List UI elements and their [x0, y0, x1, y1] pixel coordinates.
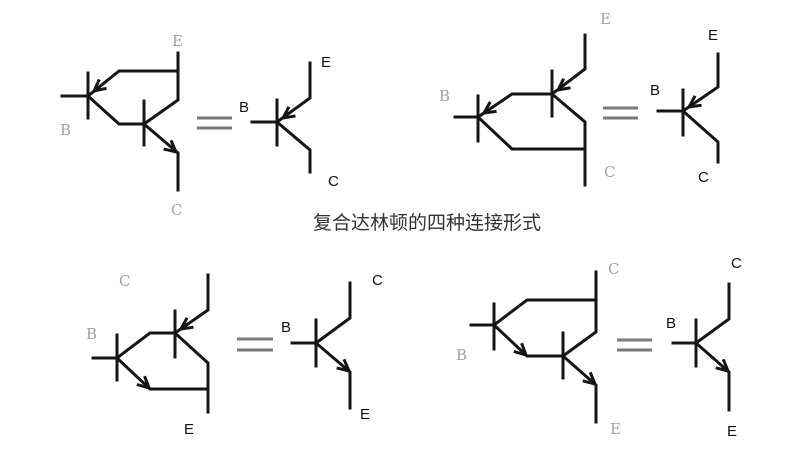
- panel-1-equals: [197, 116, 232, 130]
- caption: 复合达林顿的四种连接形式: [313, 212, 541, 234]
- label-c: C: [171, 201, 182, 219]
- label-e: E: [360, 406, 370, 423]
- e-wire: [141, 51, 180, 127]
- panel-4-equivalent: B C E: [666, 255, 742, 440]
- npn-arrow-icon: [582, 371, 598, 387]
- label-e: E: [321, 54, 331, 71]
- label-b: B: [666, 315, 676, 332]
- label-b: B: [86, 325, 97, 343]
- label-c: C: [731, 255, 742, 272]
- panel-4-equals: [617, 338, 652, 352]
- panel-2-equals: [603, 106, 638, 120]
- panel-3-equivalent: B C E: [281, 272, 383, 423]
- panel-1-composite: E B C: [60, 32, 183, 219]
- t2-emitter: [141, 121, 180, 192]
- label-e: E: [610, 420, 621, 438]
- panel-3-equals: [237, 337, 273, 352]
- label-e: E: [184, 421, 194, 438]
- label-c: C: [604, 163, 615, 181]
- label-e: E: [727, 423, 737, 440]
- panel-3-composite: C B E: [86, 272, 210, 438]
- label-b: B: [239, 99, 249, 116]
- label-b: B: [439, 87, 450, 105]
- label-b: B: [650, 82, 660, 99]
- label-b: B: [60, 121, 71, 139]
- panel-2-equivalent: B E C: [650, 27, 720, 186]
- pnp-arrow-icon: [91, 78, 107, 94]
- pnp-arrow-icon: [280, 106, 296, 120]
- label-e: E: [600, 10, 611, 28]
- npn-arrow-icon: [163, 139, 179, 155]
- label-c: C: [119, 272, 130, 290]
- label-b: B: [456, 346, 467, 364]
- pnp-arrow-icon: [555, 77, 571, 93]
- pnp-arrow-icon: [178, 317, 194, 331]
- label-c: C: [608, 260, 619, 278]
- c-wire: [172, 273, 210, 336]
- label-b: B: [281, 319, 291, 336]
- e-wire: [549, 33, 587, 97]
- npn-arrow-icon: [136, 375, 152, 391]
- panel-1-equivalent: B E C: [239, 54, 339, 190]
- panel-4-composite: C B E: [456, 260, 621, 438]
- t2-collector: [549, 91, 587, 187]
- pnp-arrow-icon: [481, 101, 497, 115]
- pnp-arrow-icon: [686, 95, 702, 109]
- t1-emitter: [85, 69, 180, 99]
- c-wire: [560, 270, 598, 359]
- label-e: E: [708, 27, 718, 44]
- label-c: C: [698, 169, 709, 186]
- panel-2-composite: E B C: [439, 10, 615, 187]
- label-e: E: [172, 32, 183, 50]
- label-c: C: [328, 173, 339, 190]
- npn-arrow-icon: [715, 358, 731, 374]
- t1-collector: [85, 93, 146, 126]
- npn-arrow-icon: [336, 358, 352, 374]
- npn-arrow-icon: [513, 342, 529, 358]
- label-c: C: [372, 272, 383, 289]
